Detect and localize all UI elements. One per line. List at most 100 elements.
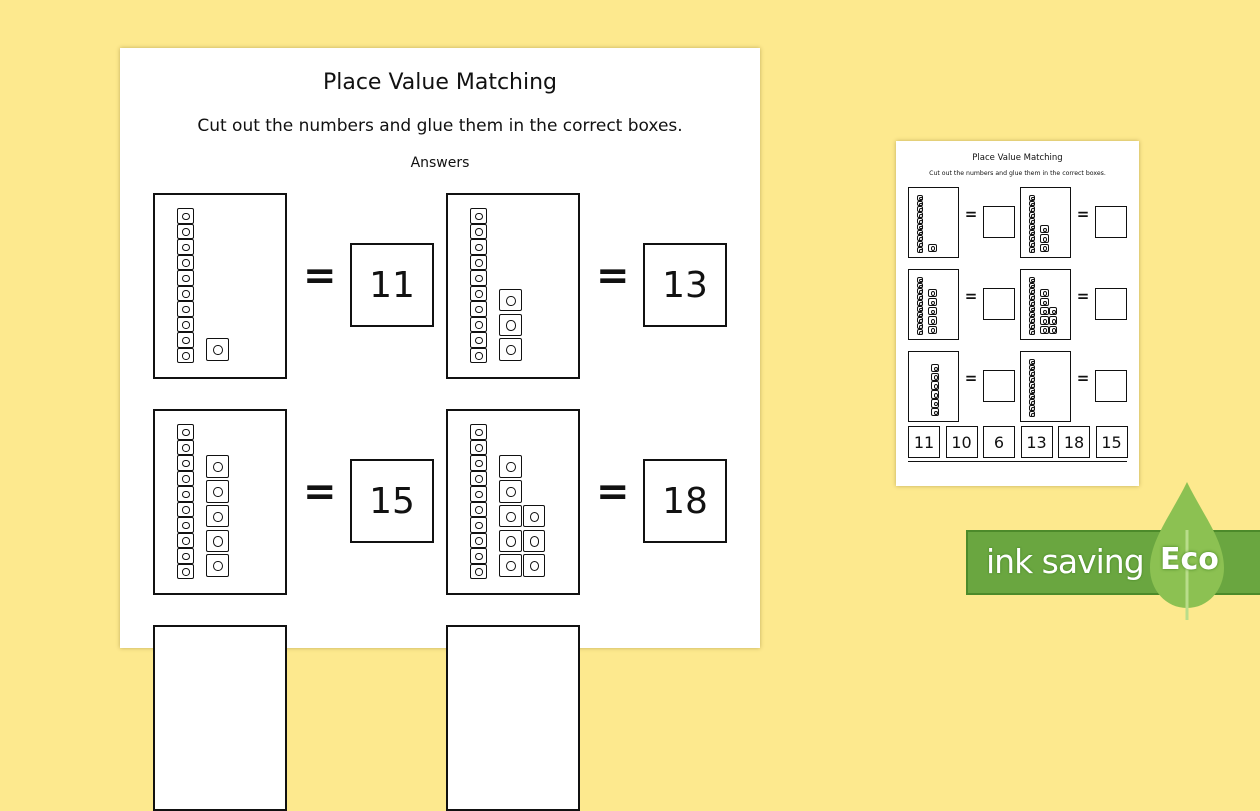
answer-box[interactable] bbox=[983, 288, 1015, 320]
ten-rod-cube bbox=[469, 424, 487, 440]
equals-sign: = bbox=[1076, 205, 1090, 223]
one-cube bbox=[522, 554, 546, 577]
ten-rod-cube bbox=[176, 470, 194, 487]
ten-rod-cube bbox=[176, 563, 194, 580]
one-cube bbox=[928, 297, 937, 307]
number-card[interactable]: 15 bbox=[1095, 426, 1128, 458]
answer-box[interactable] bbox=[1095, 206, 1127, 238]
equals-sign: = bbox=[1076, 287, 1090, 305]
one-cube bbox=[930, 363, 939, 373]
number-card[interactable]: 18 bbox=[1058, 426, 1090, 458]
ten-rod-cube bbox=[176, 439, 194, 456]
one-cube bbox=[928, 288, 937, 297]
ten-rod-cube bbox=[176, 301, 194, 317]
answer-box[interactable]: 13 bbox=[643, 243, 727, 327]
number-card[interactable]: 11 bbox=[908, 426, 940, 458]
ten-rod-cube bbox=[1029, 282, 1036, 289]
one-cube bbox=[206, 338, 229, 361]
ten-rod-cube bbox=[176, 285, 194, 302]
answer-box[interactable]: 18 bbox=[643, 459, 727, 543]
ten-rod-cube bbox=[917, 223, 924, 230]
one-cube bbox=[1040, 243, 1049, 252]
ten-rod-cube bbox=[1029, 241, 1036, 247]
ten-rod-cube bbox=[469, 439, 487, 456]
block-picture-box bbox=[446, 409, 580, 595]
answers-label: Answers bbox=[410, 155, 470, 171]
ten-rod-cube bbox=[1029, 370, 1036, 377]
answer-box[interactable]: 11 bbox=[350, 243, 434, 327]
ten-rod-cube bbox=[1029, 410, 1036, 417]
ten-rod-cube bbox=[469, 532, 487, 549]
ten-rod-cube bbox=[917, 241, 924, 247]
ten-rod-cube bbox=[917, 212, 924, 218]
ten-rod-cube bbox=[1029, 364, 1036, 371]
one-cube bbox=[928, 243, 937, 252]
worksheet-preview: Place Value Matching Cut out the numbers… bbox=[120, 48, 760, 811]
ten-rod-cube bbox=[1029, 387, 1036, 394]
thumbnail-title: Place Value Matching bbox=[972, 153, 1063, 163]
ten-rod-cube bbox=[1029, 305, 1036, 312]
ten-rod-cube bbox=[917, 282, 924, 289]
ten-rod-cube bbox=[469, 517, 487, 533]
footer-divider bbox=[908, 461, 1127, 462]
ten-rod-cube bbox=[917, 229, 924, 236]
one-cube bbox=[499, 529, 522, 553]
one-cube bbox=[930, 399, 939, 408]
ten-rod-cube bbox=[176, 548, 194, 564]
worksheet-title: Place Value Matching bbox=[322, 70, 558, 95]
ten-rod-cube bbox=[1029, 276, 1036, 283]
ten-rod-cube bbox=[917, 294, 924, 300]
answer-box[interactable] bbox=[1095, 288, 1127, 320]
equals-sign: = bbox=[303, 469, 337, 515]
number-card[interactable]: 13 bbox=[1020, 426, 1053, 458]
one-cube bbox=[499, 313, 522, 337]
ten-rod-cube bbox=[1029, 200, 1036, 207]
one-cube bbox=[930, 390, 939, 399]
ten-rod-cube bbox=[469, 548, 487, 564]
ten-rod-cube bbox=[469, 270, 487, 286]
one-cube bbox=[930, 407, 939, 417]
ten-rod-cube bbox=[917, 194, 924, 201]
one-cube bbox=[499, 504, 522, 528]
number-card[interactable]: 6 bbox=[983, 426, 1015, 458]
ten-rod-cube bbox=[917, 276, 924, 283]
leaf-icon bbox=[1150, 482, 1224, 620]
ten-rod-cube bbox=[1029, 399, 1036, 406]
one-cube bbox=[928, 307, 937, 316]
ten-rod-cube bbox=[1029, 393, 1036, 400]
answer-box[interactable] bbox=[983, 206, 1015, 238]
ten-rod-cube bbox=[176, 424, 194, 440]
ten-rod-cube bbox=[176, 455, 194, 471]
ten-rod-cube bbox=[1029, 381, 1036, 388]
ten-rod-cube bbox=[469, 563, 487, 580]
ink-saving-text: ink saving bbox=[986, 542, 1145, 581]
number-card[interactable]: 10 bbox=[945, 426, 978, 458]
block-picture-box bbox=[446, 625, 580, 811]
ten-rod-cube bbox=[917, 288, 924, 295]
ten-rod-cube bbox=[176, 347, 194, 364]
ten-rod-cube bbox=[917, 299, 924, 306]
answer-box[interactable] bbox=[1095, 370, 1127, 402]
one-cube bbox=[928, 316, 937, 325]
ten-rod-cube bbox=[469, 285, 487, 302]
ten-rod-cube bbox=[469, 254, 487, 271]
one-cube bbox=[206, 480, 229, 503]
ten-rod-cube bbox=[1029, 288, 1036, 295]
ten-rod-cube bbox=[917, 206, 924, 213]
ten-rod-cube bbox=[917, 235, 924, 242]
answer-box[interactable] bbox=[983, 370, 1015, 402]
ten-rod-cube bbox=[917, 246, 924, 253]
ten-rod-cube bbox=[469, 501, 487, 518]
equals-sign: = bbox=[964, 287, 978, 305]
ten-rod-cube bbox=[1029, 323, 1036, 329]
one-cube bbox=[522, 504, 546, 528]
ten-rod-cube bbox=[176, 501, 194, 518]
ten-rod-cube bbox=[917, 317, 924, 324]
one-cube bbox=[1048, 307, 1058, 316]
block-picture-box bbox=[1020, 269, 1071, 340]
worksheet-thumbnail[interactable]: Place Value Matching Cut out the numbers… bbox=[896, 141, 1139, 486]
ten-rod-cube bbox=[176, 332, 194, 348]
ten-rod-cube bbox=[1029, 206, 1036, 213]
answer-box[interactable]: 15 bbox=[350, 459, 434, 543]
one-cube bbox=[930, 372, 939, 382]
